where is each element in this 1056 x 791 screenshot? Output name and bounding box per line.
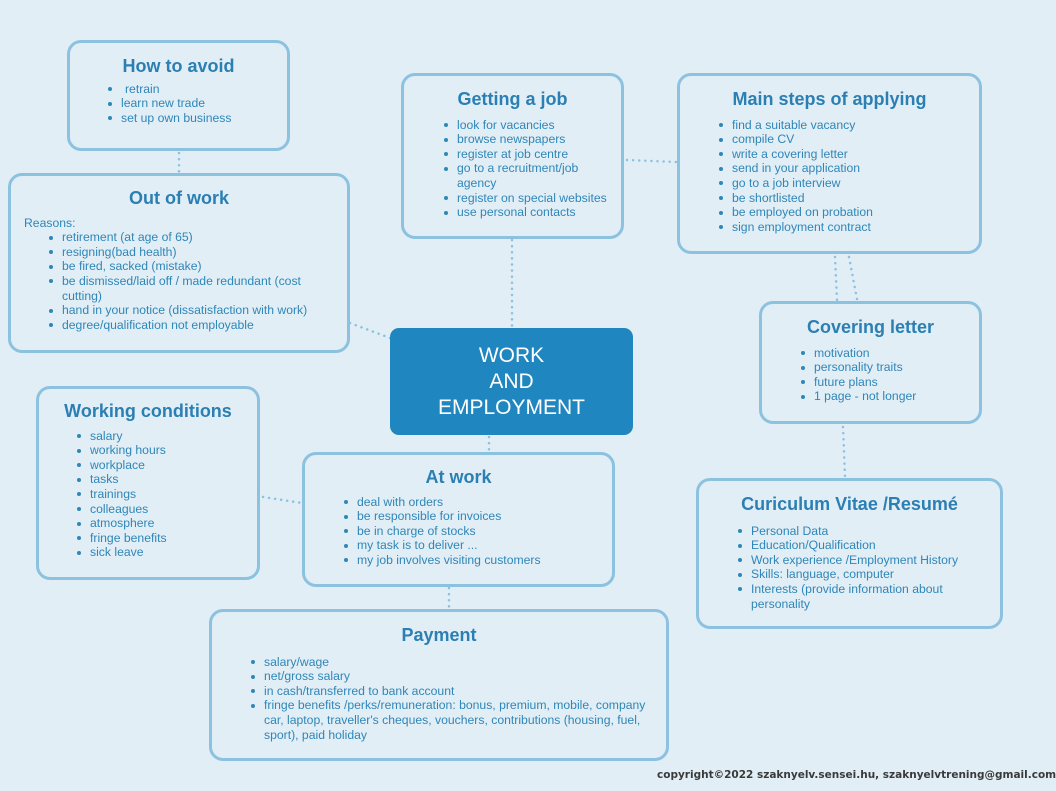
out-of-work-list: retirement (at age of 65) resigning(bad … <box>48 230 335 332</box>
list-item: register at job centre <box>443 147 611 162</box>
list-item: write a covering letter <box>718 147 969 162</box>
list-item: sign employment contract <box>718 220 969 235</box>
list-item: retirement (at age of 65) <box>48 230 335 245</box>
getting-a-job-box: Getting a job look for vacancies browse … <box>401 73 624 239</box>
list-item: salary <box>76 429 247 444</box>
list-item: compile CV <box>718 132 969 147</box>
connector-outofwork-center <box>348 321 392 340</box>
list-item: resigning(bad health) <box>48 245 335 260</box>
list-item: salary/wage <box>250 655 652 670</box>
how-to-avoid-title: How to avoid <box>122 56 235 76</box>
list-item: my job involves visiting customers <box>343 553 602 568</box>
list-item: working hours <box>76 443 247 458</box>
list-item: trainings <box>76 487 247 502</box>
list-item: be in charge of stocks <box>343 524 602 539</box>
list-item: be responsible for invoices <box>343 509 602 524</box>
cv-title: Curiculum Vitae /Resumé <box>741 494 958 514</box>
list-item: be shortlisted <box>718 191 969 206</box>
at-work-box: At work deal with orders be responsible … <box>302 452 615 587</box>
center-title-line: WORK <box>478 343 545 367</box>
how-to-avoid-list: retrain learn new trade set up own busin… <box>107 82 287 126</box>
list-item: future plans <box>800 375 969 390</box>
list-item: go to a job interview <box>718 176 969 191</box>
list-item: personality traits <box>800 360 969 375</box>
covering-letter-box: Covering letter motivation personality t… <box>759 301 982 424</box>
reasons-label: Reasons: <box>24 215 76 230</box>
list-item: Work experience /Employment History <box>737 553 986 568</box>
list-item: workplace <box>76 458 247 473</box>
list-item: register on special websites <box>443 191 611 206</box>
list-item: net/gross salary <box>250 669 652 684</box>
center-title-line: AND <box>489 369 534 393</box>
list-item: hand in your notice (dissatisfaction wit… <box>48 303 335 318</box>
list-item: send in your application <box>718 161 969 176</box>
payment-title: Payment <box>401 625 477 645</box>
center-title-line: EMPLOYMENT <box>437 395 586 419</box>
copyright-footer: copyright©2022 szaknyelv.sensei.hu, szak… <box>657 769 1056 781</box>
main-steps-list: find a suitable vacancy compile CV write… <box>718 118 969 235</box>
list-item: my task is to deliver ... <box>343 538 602 553</box>
list-item: be fired, sacked (mistake) <box>48 259 335 274</box>
payment-box: Payment salary/wage net/gross salary in … <box>209 609 669 761</box>
connector-conditions-atwork <box>261 495 304 505</box>
list-item: Interests (provide information about per… <box>737 582 986 611</box>
cv-list: Personal Data Education/Qualification Wo… <box>737 524 986 612</box>
connector-steps-covering-b <box>847 255 859 301</box>
list-item: colleagues <box>76 502 247 517</box>
list-item: sick leave <box>76 545 247 560</box>
list-item: in cash/transferred to bank account <box>250 684 652 699</box>
payment-list: salary/wage net/gross salary in cash/tra… <box>250 655 652 743</box>
center-topic-node: WORK AND EMPLOYMENT <box>390 328 633 435</box>
list-item: tasks <box>76 472 247 487</box>
at-work-list: deal with orders be responsible for invo… <box>343 495 602 568</box>
cv-box: Curiculum Vitae /Resumé Personal Data Ed… <box>696 478 1003 629</box>
list-item: learn new trade <box>107 96 287 111</box>
working-conditions-box: Working conditions salary working hours … <box>36 386 260 580</box>
list-item: degree/qualification not employable <box>48 318 335 333</box>
connector-steps-covering-a <box>833 255 839 302</box>
list-item: atmosphere <box>76 516 247 531</box>
getting-a-job-list: look for vacancies browse newspapers reg… <box>443 118 611 220</box>
main-steps-title: Main steps of applying <box>732 89 927 109</box>
list-item: Education/Qualification <box>737 538 986 553</box>
list-item: use personal contacts <box>443 205 611 220</box>
getting-a-job-title: Getting a job <box>457 89 568 109</box>
list-item: deal with orders <box>343 495 602 510</box>
working-conditions-title: Working conditions <box>64 401 232 421</box>
connector-lines <box>177 151 859 611</box>
list-item: look for vacancies <box>443 118 611 133</box>
list-item: go to a recruitment/job agency <box>443 161 611 190</box>
list-item: fringe benefits /perks/remuneration: bon… <box>250 698 652 742</box>
list-item: fringe benefits <box>76 531 247 546</box>
list-item: browse newspapers <box>443 132 611 147</box>
covering-letter-list: motivation personality traits future pla… <box>800 346 969 404</box>
out-of-work-box: Out of work Reasons: retirement (at age … <box>8 173 350 353</box>
at-work-title: At work <box>425 467 492 487</box>
list-item: 1 page - not longer <box>800 389 969 404</box>
list-item: set up own business <box>107 111 287 126</box>
list-item: Personal Data <box>737 524 986 539</box>
list-item: be employed on probation <box>718 205 969 220</box>
out-of-work-title: Out of work <box>129 188 229 208</box>
how-to-avoid-box: How to avoid retrain learn new trade set… <box>67 40 290 151</box>
connector-covering-cv <box>841 425 847 479</box>
list-item: Skills: language, computer <box>737 567 986 582</box>
list-item: be dismissed/laid off / made redundant (… <box>48 274 335 303</box>
covering-letter-title: Covering letter <box>806 317 935 337</box>
list-item: retrain <box>107 82 287 97</box>
working-conditions-list: salary working hours workplace tasks tra… <box>76 429 247 560</box>
main-steps-box: Main steps of applying find a suitable v… <box>677 73 982 254</box>
list-item: motivation <box>800 346 969 361</box>
connector-gettingjob-steps <box>625 158 678 164</box>
list-item: find a suitable vacancy <box>718 118 969 133</box>
